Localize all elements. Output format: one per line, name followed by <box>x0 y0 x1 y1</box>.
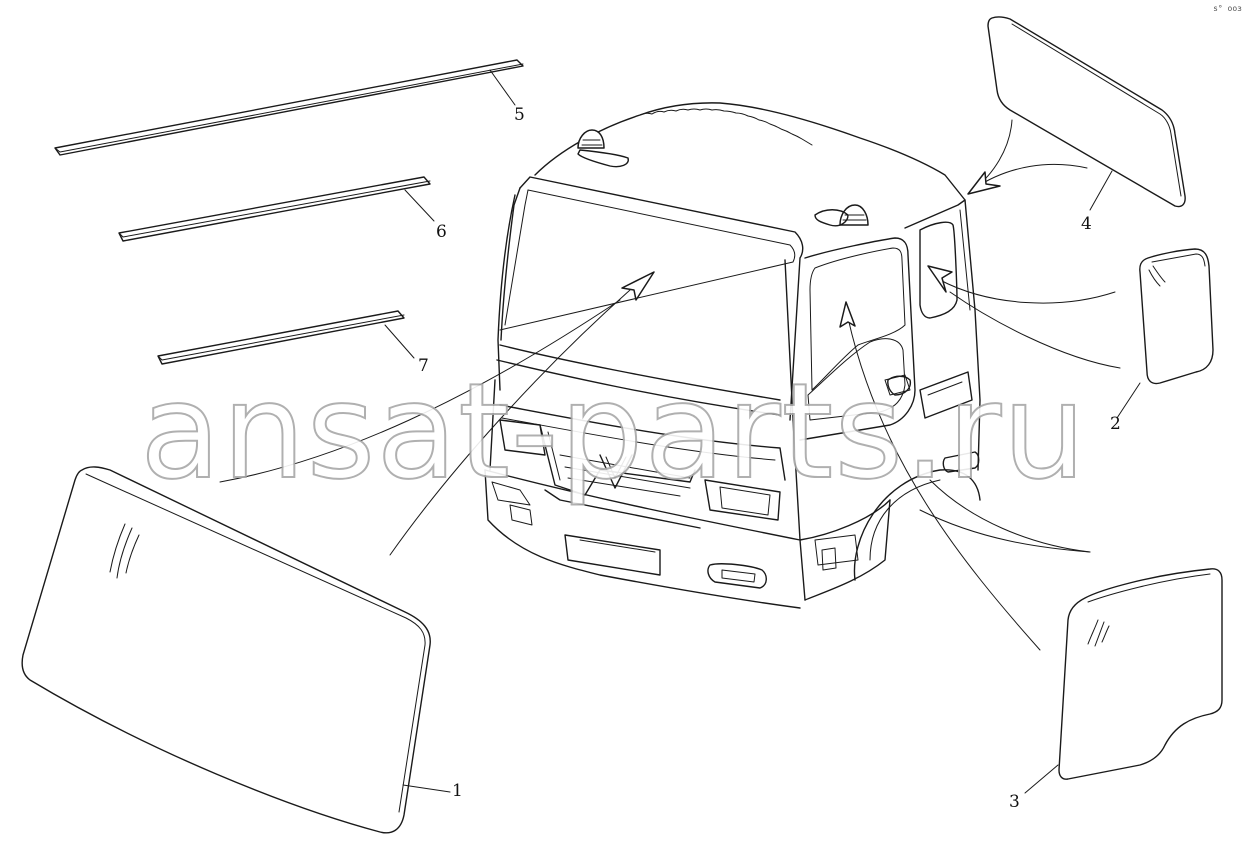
truck-cab <box>484 102 981 609</box>
leader-lines <box>919 509 1091 553</box>
callout-4[interactable]: 4 <box>1081 214 1092 234</box>
rear-window-glass-4[interactable] <box>967 16 1186 211</box>
callout-7[interactable]: 7 <box>418 356 429 376</box>
drawing-code: s° ооз <box>1213 4 1242 13</box>
callout-2[interactable]: 2 <box>1110 414 1121 434</box>
quarter-window-glass-2[interactable] <box>927 248 1214 419</box>
callout-6[interactable]: 6 <box>436 222 447 242</box>
seal-strip-6[interactable] <box>118 176 435 242</box>
windshield-glass-1[interactable] <box>21 466 451 834</box>
seal-strip-5[interactable] <box>54 59 524 156</box>
door-window-glass-3[interactable] <box>839 301 1223 794</box>
windshield-arrow <box>219 271 655 556</box>
seal-strip-7[interactable] <box>157 310 415 365</box>
callout-1[interactable]: 1 <box>452 781 463 801</box>
callout-5[interactable]: 5 <box>514 105 525 125</box>
callout-3[interactable]: 3 <box>1009 792 1020 812</box>
